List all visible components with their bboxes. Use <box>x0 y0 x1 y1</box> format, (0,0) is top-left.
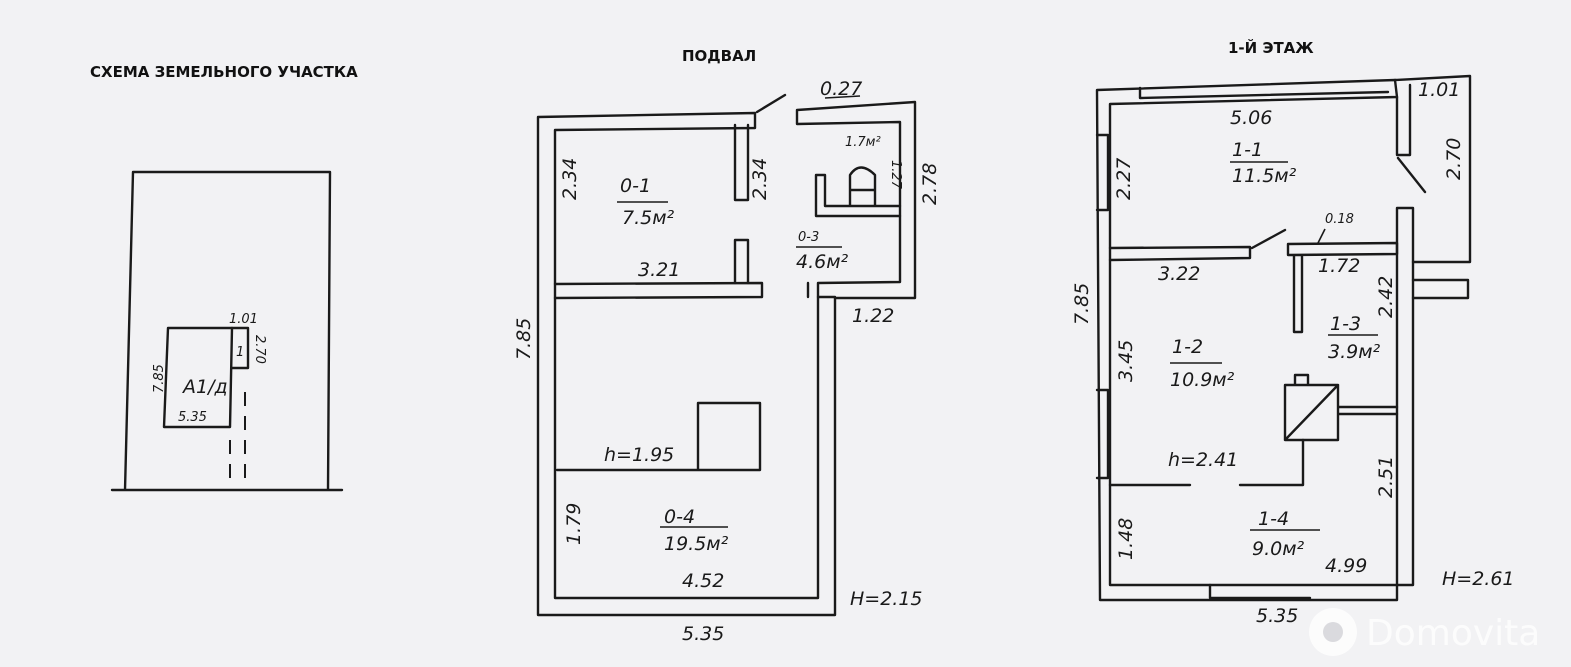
basement-dim-1: 2.34 <box>559 158 581 200</box>
site-house-label: А1/д <box>181 376 228 398</box>
first-floor-plan: 1-1 1-2 10.9м² 1-3 3.9м² 1-4 9.0м² 5.06 … <box>1071 74 1515 627</box>
watermark-logo-dot <box>1323 622 1343 642</box>
room-1-3-id: 1-3 <box>1330 313 1361 335</box>
room-1-4-area: 9.0м² <box>1252 538 1305 560</box>
house-outline <box>162 326 234 429</box>
room-0-1-area: 7.5м² <box>622 207 675 229</box>
stove <box>1283 373 1399 442</box>
driveway-lines <box>229 392 246 488</box>
dim-line-027 <box>824 95 861 99</box>
basement-dim-2: 2.34 <box>749 158 771 200</box>
site-dim-width: 5.35 <box>178 410 207 425</box>
door-1-1 <box>1250 228 1287 250</box>
basement-dim-8: 1.79 <box>563 503 585 545</box>
floor-dim-13: 5.35 <box>1256 605 1298 627</box>
basement-title: ПОДВАЛ <box>682 47 756 65</box>
basement-dim-0: 0.27 <box>820 78 862 100</box>
wall-1-3 <box>1286 241 1399 334</box>
floor-dim-0: 5.06 <box>1230 107 1272 129</box>
wall-0-1-bottom <box>553 281 764 300</box>
basement-outer-walls <box>536 111 837 617</box>
stairs <box>814 166 902 218</box>
floor-dim-10: 1.48 <box>1115 518 1137 560</box>
site-plan-title: СХЕМА ЗЕМЕЛЬНОГО УЧАСТКА <box>90 63 358 81</box>
floor-dim-5: 3.22 <box>1158 263 1200 285</box>
basement-inner-partition <box>555 401 762 472</box>
room-1-3-area: 3.9м² <box>1328 341 1381 363</box>
first-floor-title: 1-Й ЭТАЖ <box>1228 38 1314 57</box>
basement-dim-6: 1.22 <box>852 305 894 327</box>
basement-dim-9: 4.52 <box>682 570 724 592</box>
room-0-4-id: 0-4 <box>664 506 695 528</box>
basement-inner-height: h=1.95 <box>604 444 674 466</box>
room-1-4-id: 1-4 <box>1258 508 1289 530</box>
basement-plan: 0-1 7.5м² 1.7м² 0-3 4.6м² 0-4 19.5м² 0.2… <box>513 78 941 645</box>
room-1-1-area: 11.5м² <box>1232 165 1297 187</box>
room-0-1-id: 0-1 <box>620 175 651 197</box>
room-1-2-id: 1-2 <box>1172 336 1203 358</box>
site-plan: А1/д 1 5.35 7.85 1.01 2.70 <box>110 170 344 492</box>
site-dim-annex-height: 2.70 <box>252 335 267 364</box>
basement-door <box>755 93 787 114</box>
room-0-4-area: 19.5м² <box>664 533 729 555</box>
plot-boundary <box>110 170 344 492</box>
floor-dim-1: 1.01 <box>1418 79 1460 101</box>
basement-dim-3: 1.27 <box>888 160 903 190</box>
room-0-2-area: 1.7м² <box>845 135 881 150</box>
basement-right-walls <box>795 100 917 300</box>
floor-dim-11: 2.51 <box>1375 456 1397 498</box>
floor-height: H=2.61 <box>1442 568 1515 590</box>
wall-1-1-bottom <box>1108 245 1252 262</box>
site-dim-height: 7.85 <box>152 364 167 393</box>
wall-1-4-top <box>1108 438 1305 487</box>
floor-dim-9: 3.45 <box>1115 340 1137 382</box>
floor-dim-6: 1.72 <box>1318 255 1360 277</box>
floor-dim-7: 2.42 <box>1375 276 1397 318</box>
floor-dim-12: 4.99 <box>1325 555 1367 577</box>
floor-inner-height: h=2.41 <box>1168 449 1238 471</box>
annex-walls <box>1393 74 1472 300</box>
annex-outline <box>230 326 250 370</box>
floor-dim-2: 2.27 <box>1113 158 1135 200</box>
first-floor-outer-walls <box>1095 78 1415 602</box>
site-dim-annex-width: 1.01 <box>229 312 258 327</box>
floor-dim-4: 0.18 <box>1325 212 1354 227</box>
basement-dim-4: 2.78 <box>919 163 941 205</box>
room-1-1-id: 1-1 <box>1232 139 1263 161</box>
floor-dim-8: 7.85 <box>1071 283 1093 325</box>
basement-height: H=2.15 <box>850 588 923 610</box>
first-floor-windows <box>1095 86 1390 600</box>
basement-dim-7: 7.85 <box>513 318 535 360</box>
watermark-text: Domovita <box>1366 613 1540 654</box>
room-0-3-area: 4.6м² <box>796 251 849 273</box>
room-0-3-id: 0-3 <box>798 230 819 245</box>
annex-door <box>1396 156 1427 194</box>
site-annex-label: 1 <box>236 345 244 360</box>
room-1-2-area: 10.9м² <box>1170 369 1235 391</box>
dim-line-018 <box>1317 228 1326 244</box>
basement-dim-10: 5.35 <box>682 623 724 645</box>
wall-0-1-right <box>733 123 750 285</box>
basement-dim-5: 3.21 <box>638 259 680 281</box>
floor-dim-3: 2.70 <box>1443 138 1465 180</box>
domovita-watermark: Domovita <box>1309 608 1540 656</box>
